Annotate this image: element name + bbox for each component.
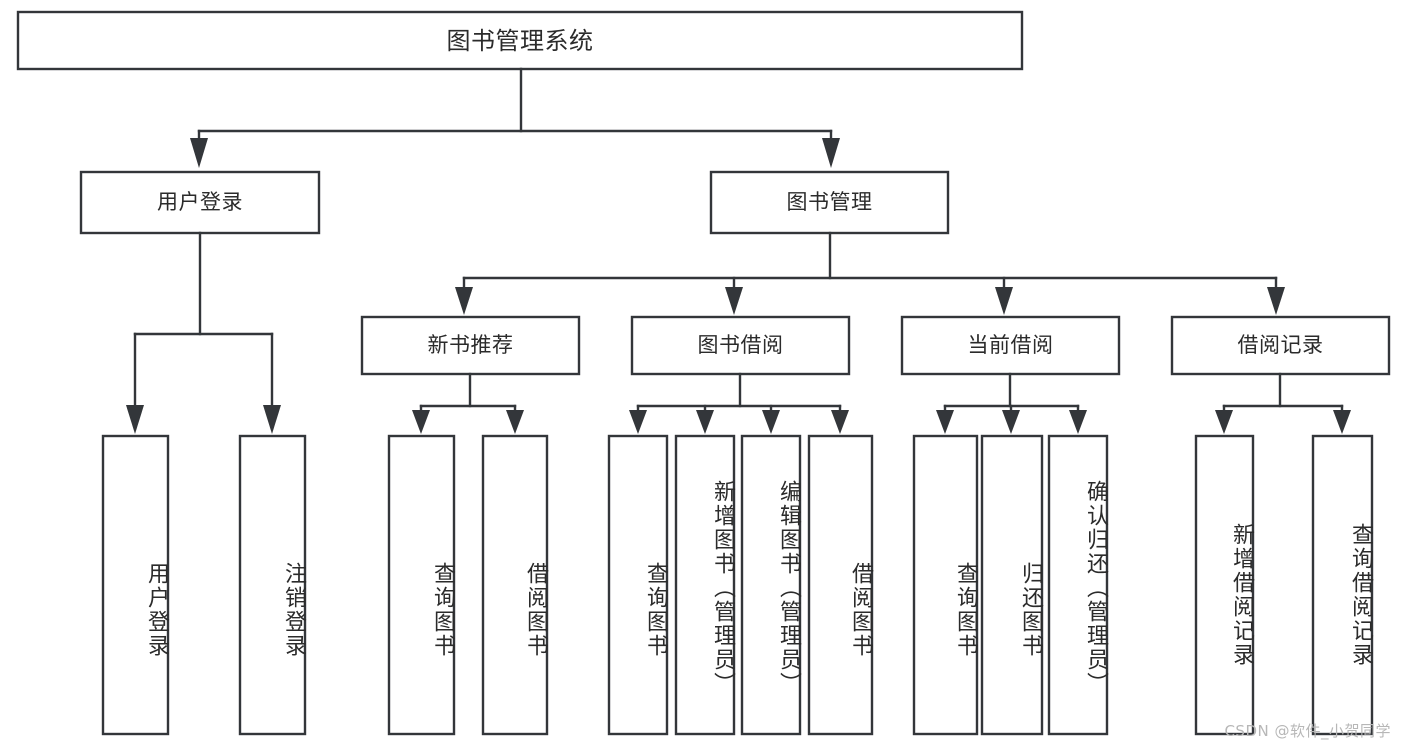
arrow-head-book-mgmt <box>822 138 840 168</box>
node-box-leaf-cb-confirm-return[interactable] <box>1047 434 1109 736</box>
arrow-head-bb-leaf-3 <box>762 410 780 434</box>
arrow-head-new-book-rec <box>455 287 473 315</box>
node-box-leaf-nbr-borrow-book[interactable] <box>481 434 549 736</box>
node-box-leaf-bb-borrow-book[interactable] <box>807 434 874 736</box>
node-box-current-borrow[interactable] <box>900 315 1121 376</box>
arrow-head-current-borrow <box>995 287 1013 315</box>
node-box-borrow-record[interactable] <box>1170 315 1391 376</box>
node-box-leaf-logout[interactable] <box>238 434 307 736</box>
arrow-head-leaf-logout <box>263 405 281 434</box>
node-box-book-borrow[interactable] <box>630 315 851 376</box>
arrow-head-bb-leaf-4 <box>831 410 849 434</box>
node-box-leaf-user-login[interactable] <box>101 434 170 736</box>
arrow-head-borrow-record <box>1267 287 1285 315</box>
node-box-leaf-cb-query-book[interactable] <box>912 434 979 736</box>
arrow-head-cb-leaf-3 <box>1069 410 1087 434</box>
arrow-head-cb-leaf-2 <box>1002 410 1020 434</box>
arrow-head-cb-leaf-1 <box>936 410 954 434</box>
node-box-book-management[interactable] <box>709 170 950 235</box>
arrow-head-bb-leaf-2 <box>696 410 714 434</box>
arrow-head-br-leaf-2 <box>1333 410 1351 434</box>
node-box-root[interactable] <box>16 10 1024 71</box>
node-box-leaf-bb-query-book[interactable] <box>607 434 669 736</box>
watermark-text: CSDN @软件_小贺同学 <box>1224 722 1391 740</box>
node-box-user-login[interactable] <box>79 170 321 235</box>
arrow-head-leaf-user-login <box>126 405 144 434</box>
node-box-new-book-recommend[interactable] <box>360 315 581 376</box>
arrow-head-nbr-leaf-1 <box>412 410 430 434</box>
node-box-leaf-bb-edit-book[interactable] <box>740 434 802 736</box>
arrow-head-bb-leaf-1 <box>629 410 647 434</box>
arrow-head-user-login <box>190 138 208 168</box>
node-box-leaf-br-add-record[interactable] <box>1194 434 1255 736</box>
node-box-leaf-nbr-query-book[interactable] <box>387 434 456 736</box>
arrow-head-book-borrow <box>725 287 743 315</box>
node-box-leaf-bb-add-book[interactable] <box>674 434 736 736</box>
arrow-head-nbr-leaf-2 <box>506 410 524 434</box>
node-box-leaf-br-query-record[interactable] <box>1311 434 1374 736</box>
arrow-head-br-leaf-1 <box>1215 410 1233 434</box>
node-box-leaf-cb-return-book[interactable] <box>980 434 1044 736</box>
